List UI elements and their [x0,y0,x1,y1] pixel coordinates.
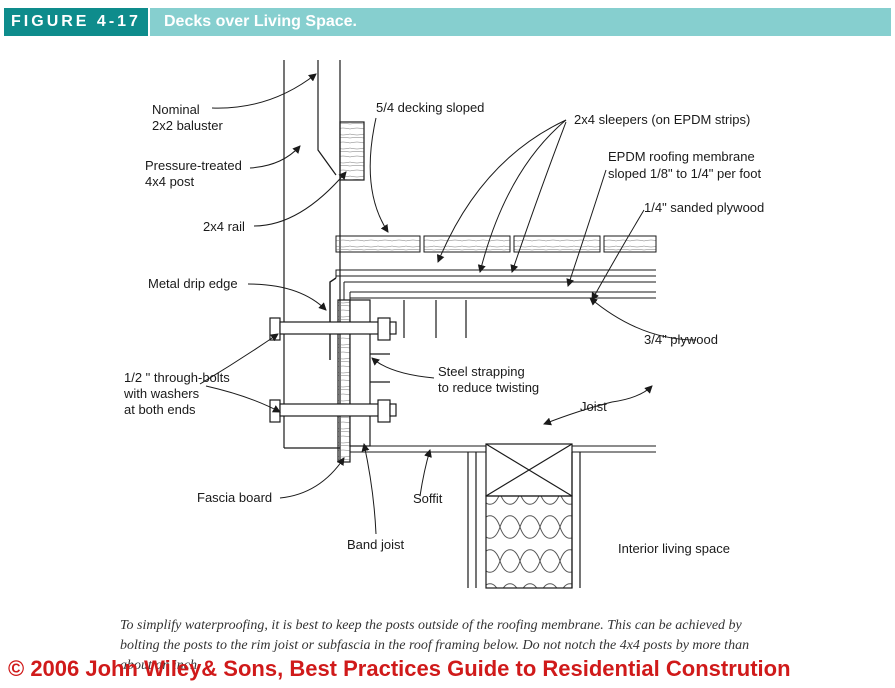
label-fascia: Fascia board [197,490,273,505]
wall [467,443,581,589]
label-band-joist: Band joist [347,537,405,552]
copyright-watermark: © 2006 John Wiley& Sons, Best Practices … [8,656,791,681]
label-sleepers: 2x4 sleepers (on EPDM strips) [574,112,751,127]
figure-header: FIGURE 4-17 Decks over Living Space. [0,8,895,36]
label-strapping: Steel strapping to reduce twisting [438,364,540,395]
label-drip-edge: Metal drip edge [148,276,238,291]
rail [339,121,365,181]
figure-number: FIGURE 4-17 [4,8,148,36]
label-post: Pressure-treated 4x4 post [145,158,242,189]
label-joist: Joist [580,399,607,414]
label-soffit: Soffit [413,491,443,506]
roof-layers [335,269,656,300]
figure-title: Decks over Living Space. [150,8,891,36]
label-sanded-plywood: 1/4" sanded plywood [644,200,765,215]
label-epdm-line2: sloped 1/8" to 1/4" per foot [608,166,762,181]
post [283,60,341,462]
label-bolts: 1/2 " through-bolts with washers at both… [124,370,230,417]
figure-caption: To simplify waterproofing, it is best to… [120,618,750,673]
baluster [317,60,337,176]
label-epdm-line1: EPDM roofing membrane [608,149,755,164]
drip-edge [329,277,337,360]
decking [335,235,657,253]
label-rail: 2x4 rail [203,219,245,234]
label-decking: 5/4 decking sloped [376,100,485,115]
label-plywood: 3/4" plywood [644,332,718,347]
label-interior: Interior living space [618,541,730,556]
through-bolts [269,317,397,423]
leader-arrows [199,73,697,535]
label-baluster: Nominal 2x2 baluster [152,102,223,133]
